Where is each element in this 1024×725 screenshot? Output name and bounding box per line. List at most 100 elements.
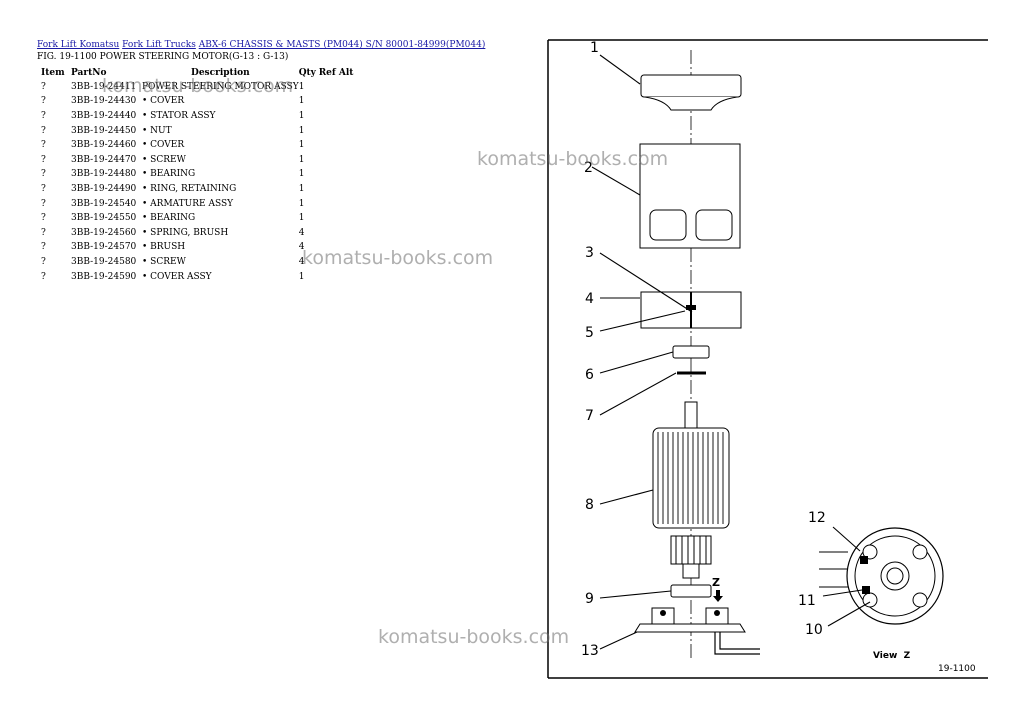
cell-partno: 3BB-19-24560 xyxy=(71,227,137,238)
cell-refalt xyxy=(319,241,354,256)
cell-description: • BEARING xyxy=(142,169,196,180)
part-stator-assy xyxy=(639,143,741,249)
callout-1: 1 xyxy=(590,40,599,56)
cell-refalt xyxy=(319,80,354,95)
table-row: ? 3BB-19-24580 • SCREW 4 xyxy=(37,255,353,270)
cell-description: • COVER xyxy=(142,96,185,107)
cell-partno: 3BB-19-24480 xyxy=(71,169,137,180)
exploded-parts-diagram: Z 1 2 xyxy=(547,39,988,679)
part-cover-assy-bottom xyxy=(634,607,760,655)
cell-description: • STATOR ASSY xyxy=(142,110,216,121)
cell-item: ? xyxy=(41,198,46,209)
breadcrumb-link-fork-lift-komatsu[interactable]: Fork Lift Komatsu xyxy=(37,40,120,50)
cell-partno: 3BB-19-24440 xyxy=(71,110,137,121)
cell-description: • SCREW xyxy=(142,154,186,165)
part-armature-assy xyxy=(652,401,730,579)
cell-partno: 3BB-19-24450 xyxy=(71,125,137,136)
cell-partno: 3BB-19-24470 xyxy=(71,154,137,165)
callout-6: 6 xyxy=(585,367,594,383)
cell-partno: 3BB-19-24490 xyxy=(71,183,137,194)
view-z-arrow xyxy=(713,590,723,602)
cell-refalt xyxy=(319,124,354,139)
cell-item: ? xyxy=(41,96,46,107)
callout-12: 12 xyxy=(808,510,826,526)
cell-item: ? xyxy=(41,271,46,282)
cell-item: ? xyxy=(41,140,46,151)
cell-refalt xyxy=(319,95,354,110)
table-header-row: Item PartNo Description Qty Ref Alt xyxy=(37,66,353,80)
cell-qty: 1 xyxy=(298,169,305,180)
cell-description: • COVER ASSY xyxy=(142,271,212,282)
callout-leader-lines xyxy=(591,54,871,650)
callout-2: 2 xyxy=(584,160,593,176)
cell-refalt xyxy=(319,109,354,124)
cell-refalt xyxy=(319,168,354,183)
cell-description: POWER STEERING MOTOR ASSY xyxy=(142,81,299,92)
cell-item: ? xyxy=(41,213,46,224)
cell-partno: 3BB-19-24430 xyxy=(71,96,137,107)
cell-item: ? xyxy=(41,81,46,92)
callout-11: 11 xyxy=(798,593,816,609)
cell-description: • BRUSH xyxy=(142,242,186,253)
cell-qty: 1 xyxy=(298,140,305,151)
cell-refalt xyxy=(319,153,354,168)
cell-description: • SPRING, BRUSH xyxy=(142,227,229,238)
cell-description: • BEARING xyxy=(142,213,196,224)
cell-refalt xyxy=(319,138,354,153)
cell-qty: 4 xyxy=(298,256,305,267)
cell-description: • NUT xyxy=(142,125,172,136)
table-row: ? 3BB-19-24480 • BEARING 1 xyxy=(37,168,353,183)
callout-4: 4 xyxy=(585,291,594,307)
cell-description: • ARMATURE ASSY xyxy=(142,198,234,209)
cell-item: ? xyxy=(41,169,46,180)
part-bearing-upper xyxy=(672,345,710,359)
cell-item: ? xyxy=(41,242,46,253)
breadcrumb-link-abx6-chassis[interactable]: ABX-6 CHASSIS & MASTS (PM044) S/N 80001-… xyxy=(198,40,486,50)
header-item: Item xyxy=(41,67,65,78)
cell-refalt xyxy=(319,255,354,270)
part-cover-top xyxy=(640,74,742,111)
cell-partno: 3BB-19-24460 xyxy=(71,140,137,151)
cell-qty: 4 xyxy=(298,242,305,253)
callout-10: 10 xyxy=(805,622,823,638)
callout-13: 13 xyxy=(581,643,599,659)
parts-table: Item PartNo Description Qty Ref Alt ?3BB… xyxy=(37,66,353,284)
table-row: ? 3BB-19-24550 • BEARING 1 xyxy=(37,211,353,226)
cell-refalt xyxy=(319,226,354,241)
cell-partno: 3BB-19-24580 xyxy=(71,256,137,267)
cell-qty: 1 xyxy=(298,110,305,121)
callout-7: 7 xyxy=(585,408,594,424)
view-z-marker: Z xyxy=(712,576,720,589)
cell-refalt xyxy=(319,197,354,212)
cell-qty: 4 xyxy=(298,227,305,238)
table-row: ? 3BB-19-24460 • COVER 1 xyxy=(37,138,353,153)
cell-description: • COVER xyxy=(142,140,185,151)
cell-qty: 1 xyxy=(298,198,305,209)
cell-refalt xyxy=(319,182,354,197)
breadcrumb: Fork Lift Komatsu Fork Lift Trucks ABX-6… xyxy=(37,40,485,51)
breadcrumb-link-fork-lift-trucks[interactable]: Fork Lift Trucks xyxy=(122,40,196,50)
cell-qty: 1 xyxy=(298,183,305,194)
cell-qty: 1 xyxy=(298,213,305,224)
cell-qty: 1 xyxy=(298,271,305,282)
header-description: Description xyxy=(191,67,250,78)
cell-item: ? xyxy=(41,256,46,267)
callout-9: 9 xyxy=(585,591,594,607)
cell-description: • SCREW xyxy=(142,256,186,267)
callout-3: 3 xyxy=(585,245,594,261)
view-z-end-detail xyxy=(819,527,944,625)
cell-partno: 3BB-19-24550 xyxy=(71,213,137,224)
header-partno: PartNo xyxy=(71,67,107,78)
callout-5: 5 xyxy=(585,325,594,341)
cell-refalt xyxy=(319,211,354,226)
view-z-label: View Z xyxy=(873,651,911,661)
